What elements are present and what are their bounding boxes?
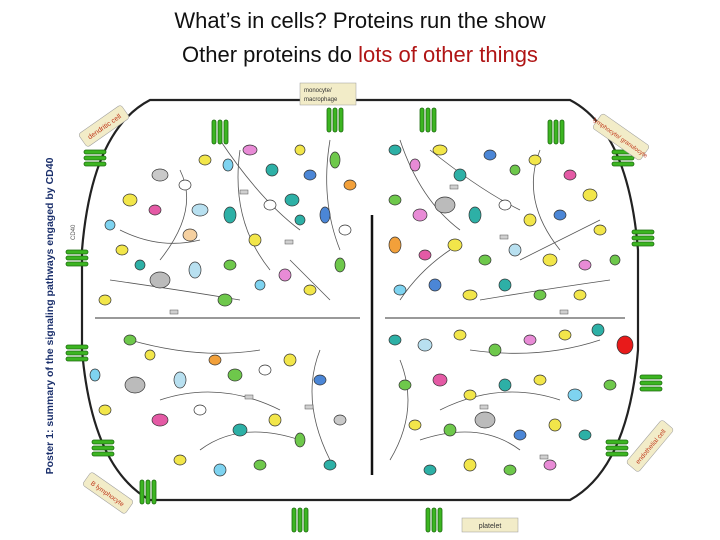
receptor-top-1 <box>211 119 229 145</box>
slide-title-line1: What’s in cells? Proteins run the show <box>174 8 546 33</box>
cd40-label: CD40 <box>71 224 77 240</box>
receptor-left-2 <box>65 249 89 267</box>
cell-membrane <box>80 98 640 502</box>
receptor-bottom-2 <box>291 507 309 533</box>
receptor-left-3 <box>65 344 89 362</box>
monocyte-label-line2: macrophage <box>304 97 338 103</box>
bottom-cell-label: platelet <box>479 523 502 530</box>
label-endothelial: endothelial cell <box>626 420 674 472</box>
label-b-lymphocyte: B lymphocyte <box>83 472 133 514</box>
title-line2-highlight: lots of other things <box>358 42 538 67</box>
monocyte-label-line1: monocyte/ <box>304 88 332 94</box>
label-dendritic-cell: dendritic cell <box>79 105 129 147</box>
receptor-top-3 <box>419 107 437 133</box>
receptors <box>65 107 663 533</box>
protein-nodes <box>89 144 634 477</box>
receptor-right-3 <box>639 374 663 392</box>
receptor-right-2 <box>631 229 655 247</box>
pathway-arrows <box>109 139 611 461</box>
receptor-top-4 <box>547 119 565 145</box>
pathway-tags <box>169 184 569 460</box>
slide-title-line2: Other proteins do lots of other things <box>0 42 720 68</box>
receptor-bottom-3 <box>425 507 443 533</box>
receptor-left-4 <box>91 439 115 457</box>
cell-type-labels: dendritic cell monocyte/ macrophage lymp… <box>79 82 674 533</box>
label-monocyte: monocyte/ macrophage <box>299 82 357 106</box>
label-bottom-cell: platelet <box>461 517 519 533</box>
title-line2-prefix: Other proteins do <box>182 42 359 67</box>
receptor-right-4 <box>605 439 629 457</box>
receptor-bottom-1 <box>139 479 157 505</box>
receptor-top-2 <box>326 107 344 133</box>
receptor-left-1 <box>83 149 107 167</box>
